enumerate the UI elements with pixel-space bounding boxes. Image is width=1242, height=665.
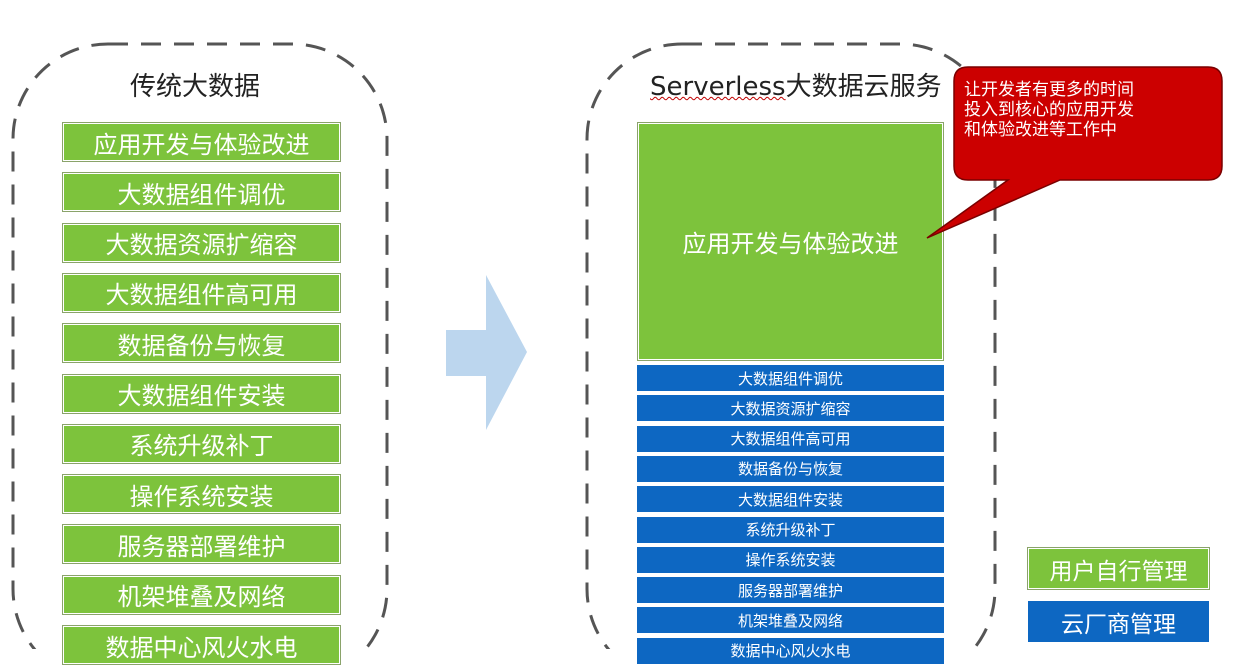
callout-line: 让开发者有更多的时间 [964, 80, 1134, 100]
left-stack-item: 系统升级补丁 [62, 423, 341, 464]
legend-user-managed: 用户自行管理 [1027, 547, 1210, 590]
right-stack-item: 机架堆叠及网络 [637, 607, 944, 635]
callout-bubble [926, 66, 1223, 239]
left-stack-item: 操作系统安装 [62, 474, 341, 515]
right-stack-item: 大数据组件安装 [637, 486, 944, 514]
left-column-title: 传统大数据 [130, 72, 261, 102]
right-stack-item: 系统升级补丁 [637, 516, 944, 544]
right-stack-item: 数据备份与恢复 [637, 455, 944, 483]
right-stack-item: 大数据组件调优 [637, 365, 944, 392]
left-stack-item: 应用开发与体验改进 [62, 122, 341, 162]
right-column-title: Serverless大数据云服务 [650, 66, 942, 103]
right-stack-item: 大数据资源扩缩容 [637, 395, 944, 423]
right-title-prefix: Serverless [650, 72, 786, 102]
left-stack-item: 大数据组件调优 [62, 172, 341, 213]
left-stack-item: 大数据组件高可用 [62, 272, 341, 313]
left-stack-item: 数据备份与恢复 [62, 323, 341, 364]
callout-line: 投入到核心的应用开发 [964, 100, 1134, 120]
legend-cloud-managed: 云厂商管理 [1028, 601, 1209, 642]
left-stack-item: 服务器部署维护 [62, 524, 341, 565]
right-stack-item: 服务器部署维护 [637, 577, 944, 605]
callout-text: 让开发者有更多的时间 投入到核心的应用开发 和体验改进等工作中 [964, 80, 1204, 140]
right-title-suffix: 大数据云服务 [785, 72, 942, 102]
left-stack-item: 机架堆叠及网络 [62, 574, 341, 615]
app-dev-block: 应用开发与体验改进 [637, 122, 944, 361]
callout-line: 和体验改进等工作中 [964, 120, 1117, 140]
right-arrow-icon [446, 275, 527, 430]
right-stack-item: 大数据组件高可用 [637, 425, 944, 453]
left-stack-item: 大数据组件安装 [62, 373, 341, 414]
left-stack-item: 大数据资源扩缩容 [62, 222, 341, 263]
right-stack-item: 操作系统安装 [637, 546, 944, 574]
